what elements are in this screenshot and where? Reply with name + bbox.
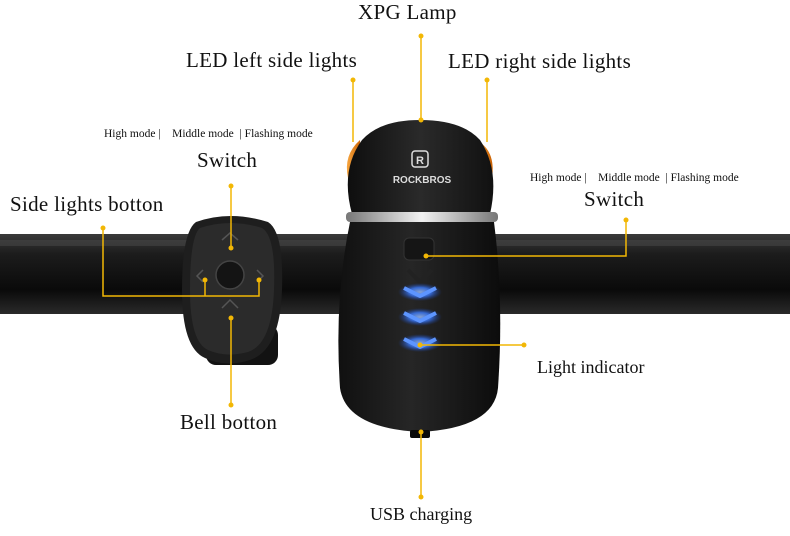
label-switch-right: Switch bbox=[584, 187, 645, 211]
label-modes-left: High mode | Middle mode | Flashing mode bbox=[104, 128, 313, 140]
label-switch-left: Switch bbox=[197, 148, 258, 172]
label-light-indicator: Light indicator bbox=[537, 357, 645, 377]
brand-logo: R ROCKBROS bbox=[393, 150, 452, 186]
light-indicators bbox=[398, 283, 442, 352]
label-modes-right: High mode | Middle mode | Flashing mode bbox=[530, 172, 739, 184]
label-led-right-side-lights: LED right side lights bbox=[448, 49, 632, 73]
label-xpg-lamp: XPG Lamp bbox=[358, 0, 457, 24]
headlight bbox=[338, 120, 501, 438]
callout-lines bbox=[102, 36, 627, 497]
svg-text:ROCKBROS: ROCKBROS bbox=[393, 175, 452, 186]
svg-text:R: R bbox=[416, 155, 424, 167]
label-led-left-side-lights: LED left side lights bbox=[186, 48, 358, 72]
label-bell-button: Bell botton bbox=[180, 410, 278, 434]
label-usb-charging: USB charging bbox=[370, 504, 473, 524]
remote-control bbox=[182, 216, 283, 365]
callout-dots bbox=[100, 33, 629, 500]
label-side-lights-button: Side lights botton bbox=[10, 192, 164, 216]
